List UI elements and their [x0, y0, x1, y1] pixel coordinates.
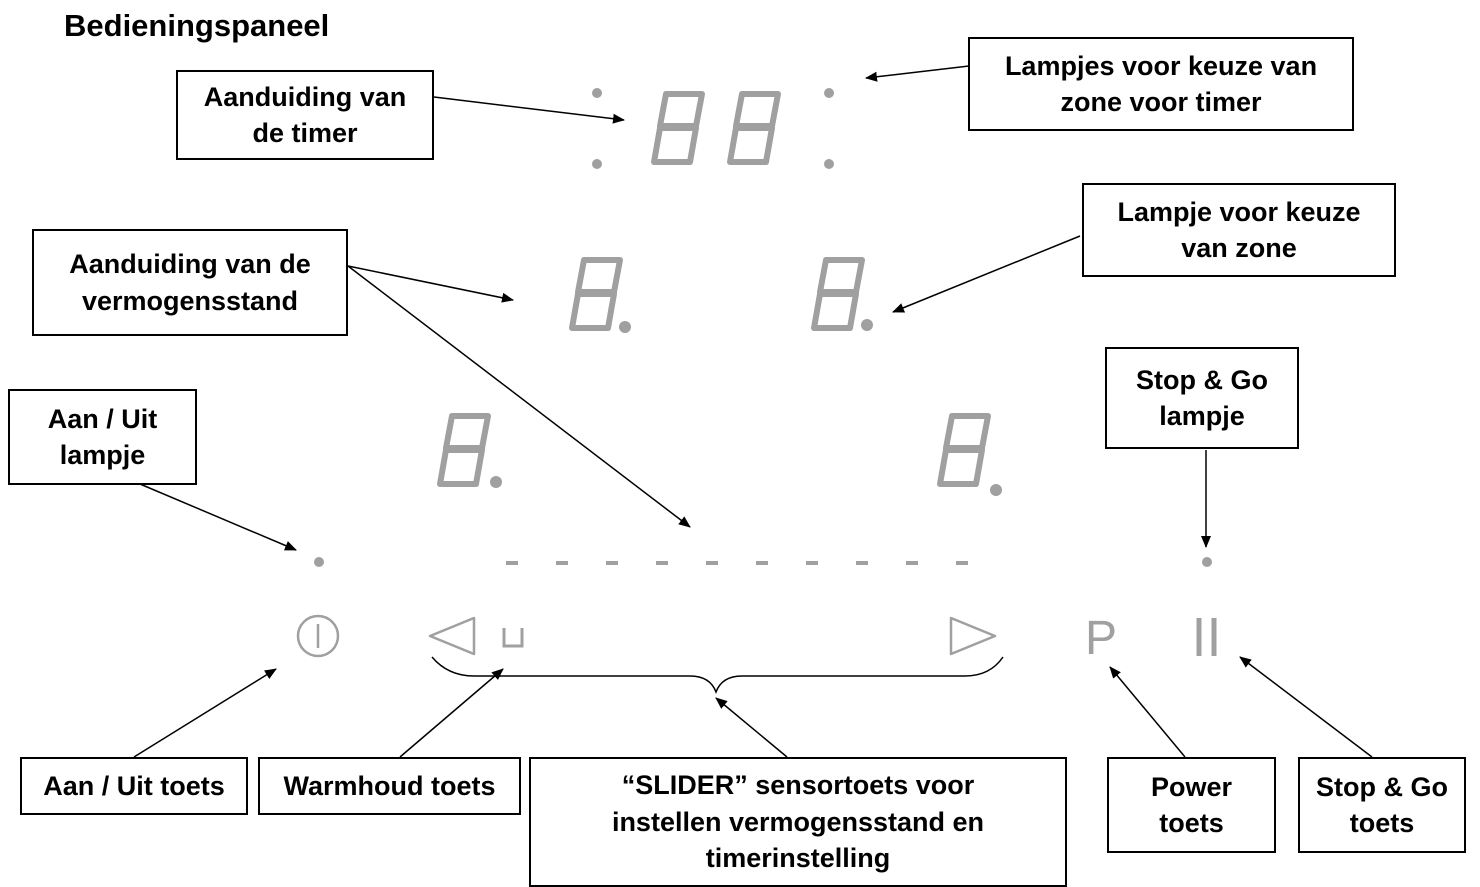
arrow-timer-display — [433, 96, 625, 124]
page-title: Bedieningspaneel — [64, 8, 330, 43]
arrow-power-level-2 — [347, 265, 691, 528]
power-key[interactable]: P — [1085, 612, 1117, 665]
power-icon[interactable] — [296, 614, 340, 658]
stop-go-key[interactable] — [1196, 618, 1217, 656]
label-keep-warm-key: Warmhoud toets — [258, 757, 521, 815]
label-zone-leds-timer: Lampjes voor keuze van zone voor timer — [968, 37, 1354, 131]
label-on-off-key: Aan / Uit toets — [20, 757, 248, 815]
label-stop-go-key: Stop & Go toets — [1298, 757, 1466, 853]
arrow-zone-leds-timer — [865, 65, 970, 82]
slider-left-arrow-icon[interactable] — [428, 616, 476, 656]
on-off-led — [314, 557, 324, 567]
power-level-display-bottom-right — [940, 416, 1002, 496]
arrow-slider-key — [715, 697, 788, 758]
arrow-on-off-led — [139, 483, 297, 551]
label-timer-display: Aanduiding van de timer — [176, 70, 434, 160]
arrow-stop-go-key — [1239, 656, 1373, 758]
label-on-off-led: Aan / Uit lampje — [8, 389, 197, 485]
arrow-power-level-1 — [347, 265, 514, 303]
keep-warm-icon[interactable] — [502, 628, 524, 648]
power-level-display-top-left — [572, 260, 631, 333]
label-slider-key: “SLIDER” sensortoets voor instellen verm… — [529, 757, 1067, 887]
stop-go-led — [1202, 557, 1212, 567]
timer-zone-leds — [592, 88, 834, 169]
arrow-keep-warm-key — [399, 668, 504, 758]
label-zone-select-led: Lampje voor keuze van zone — [1082, 183, 1396, 277]
arrow-zone-select-led — [892, 235, 1081, 313]
arrow-on-off-key — [133, 668, 277, 758]
label-power-level-display: Aanduiding van de vermogensstand — [32, 229, 348, 336]
arrow-power-key — [1109, 666, 1186, 758]
slider-brace — [431, 656, 1004, 695]
power-level-display-bottom-left — [440, 416, 502, 488]
power-level-display-top-right — [814, 260, 873, 331]
label-power-key: Power toets — [1107, 757, 1276, 853]
slider-right-arrow-icon[interactable] — [949, 616, 997, 656]
label-stop-go-led: Stop & Go lampje — [1105, 347, 1299, 449]
